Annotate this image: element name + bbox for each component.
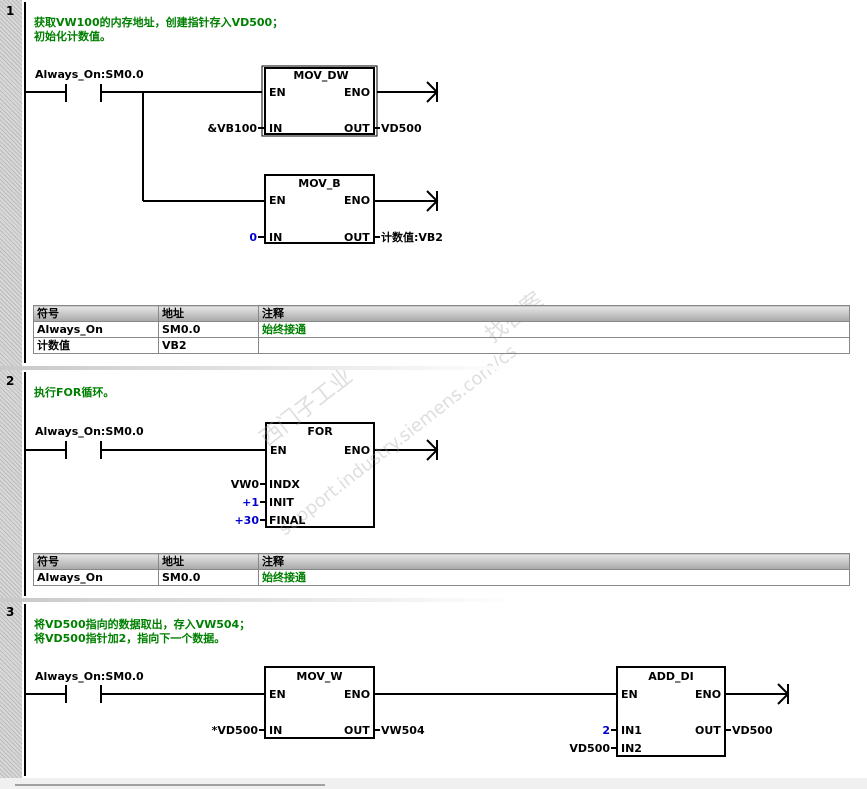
pin-final: FINAL xyxy=(269,514,306,527)
pin-init: INIT xyxy=(269,496,294,509)
scrollbar-thumb[interactable] xyxy=(15,784,325,786)
operand-in[interactable]: 0 xyxy=(249,231,257,244)
contact-always-on xyxy=(25,84,102,102)
pin-en: EN xyxy=(269,86,286,99)
pin-eno: ENO xyxy=(695,688,722,701)
pin-indx: INDX xyxy=(269,478,300,491)
network-comment[interactable]: 将VD500指向的数据取出，存入VW504； xyxy=(34,618,251,631)
header-address: 地址 xyxy=(158,305,259,322)
operand-out[interactable]: VD500 xyxy=(381,122,422,135)
network-separator xyxy=(0,598,867,602)
header-comment: 注释 xyxy=(258,305,850,322)
pin-out: OUT xyxy=(344,122,370,135)
operand-out[interactable]: 计数值:VB2 xyxy=(381,231,443,244)
network-gutter xyxy=(0,0,22,778)
contact-always-on xyxy=(25,441,102,459)
pin-en: EN xyxy=(269,194,286,207)
pin-in1: IN1 xyxy=(621,724,642,737)
mov-b-box xyxy=(264,174,375,244)
operand-in1[interactable]: 2 xyxy=(602,724,610,737)
pin-in: IN xyxy=(269,231,283,244)
box-title: MOV_B xyxy=(298,177,341,190)
pin-eno: ENO xyxy=(344,688,371,701)
pin-out: OUT xyxy=(344,724,370,737)
pin-eno: ENO xyxy=(344,86,371,99)
pin-out: OUT xyxy=(344,231,370,244)
network-separator xyxy=(0,366,867,370)
pin-en: EN xyxy=(270,444,287,457)
box-title: ADD_DI xyxy=(648,670,694,683)
operand-init[interactable]: +1 xyxy=(242,496,259,509)
horizontal-scrollbar[interactable] xyxy=(0,778,867,789)
network-number: 3 xyxy=(6,605,15,619)
network-comment[interactable]: 执行FOR循环。 xyxy=(34,386,115,399)
pin-out: OUT xyxy=(695,724,721,737)
network-number: 2 xyxy=(6,374,15,388)
pin-eno: ENO xyxy=(344,194,371,207)
for-box xyxy=(265,422,375,528)
operand-indx[interactable]: VW0 xyxy=(230,478,259,491)
add-di-box xyxy=(616,666,726,757)
operand-final[interactable]: +30 xyxy=(234,514,259,527)
header-comment: 注释 xyxy=(258,553,850,570)
network-comment[interactable]: 获取VW100的内存地址，创建指针存入VD500； xyxy=(34,16,284,29)
contact-always-on xyxy=(25,685,102,703)
header-address: 地址 xyxy=(158,553,259,570)
box-title: FOR xyxy=(307,425,333,438)
operand-in2[interactable]: VD500 xyxy=(569,742,610,755)
mov-dw-box xyxy=(261,65,378,137)
header-symbol: 符号 xyxy=(33,553,159,570)
header-symbol: 符号 xyxy=(33,305,159,322)
operand-out[interactable]: VD500 xyxy=(732,724,773,737)
operand-in[interactable]: *VD500 xyxy=(211,724,258,737)
pin-en: EN xyxy=(269,688,286,701)
pin-in: IN xyxy=(269,724,283,737)
network-comment[interactable]: 将VD500指针加2，指向下一个数据。 xyxy=(34,632,226,645)
contact-label[interactable]: Always_On:SM0.0 xyxy=(35,425,144,438)
pin-in: IN xyxy=(269,122,283,135)
operand-in[interactable]: &VB100 xyxy=(207,122,257,135)
mov-w-box xyxy=(264,666,375,739)
pin-eno: ENO xyxy=(344,444,371,457)
pin-en: EN xyxy=(621,688,638,701)
box-title: MOV_W xyxy=(296,670,343,683)
pin-in2: IN2 xyxy=(621,742,642,755)
operand-out[interactable]: VW504 xyxy=(381,724,425,737)
network-comment[interactable]: 初始化计数值。 xyxy=(34,30,111,43)
contact-label[interactable]: Always_On:SM0.0 xyxy=(35,68,144,81)
network-number: 1 xyxy=(6,4,15,18)
contact-label[interactable]: Always_On:SM0.0 xyxy=(35,670,144,683)
box-title: MOV_DW xyxy=(293,69,349,82)
